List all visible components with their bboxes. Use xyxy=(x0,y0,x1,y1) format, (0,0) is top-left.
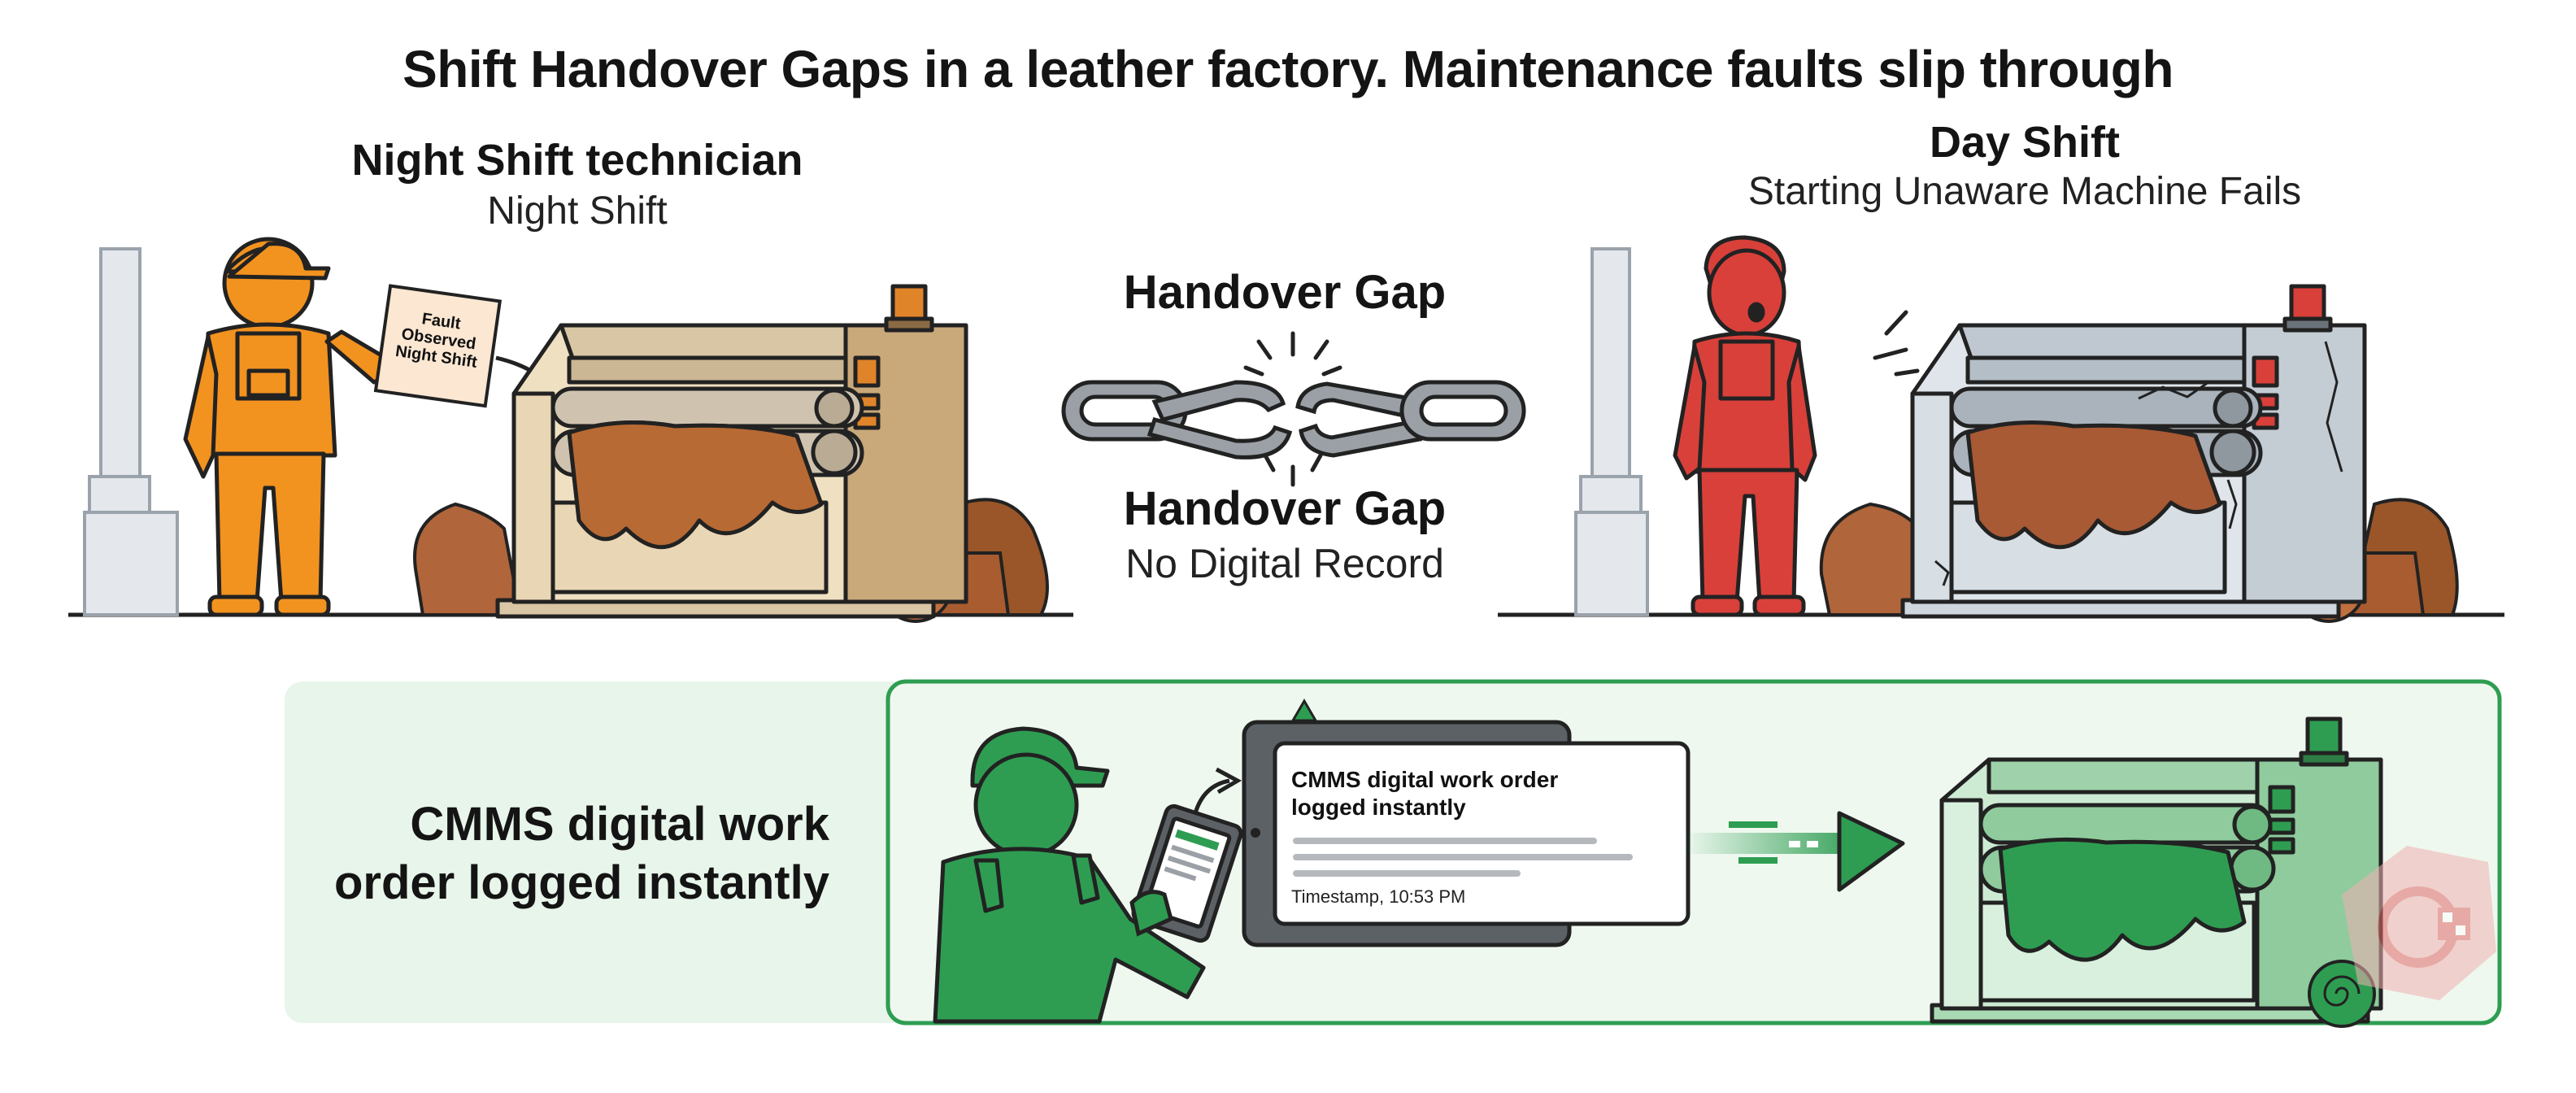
cmms-label-line-1: CMMS digital work xyxy=(410,798,829,851)
night-technician-figure xyxy=(183,237,399,617)
no-digital-record-label: No Digital Record xyxy=(1125,541,1444,586)
day-shift-heading: Day Shift xyxy=(1929,118,2121,167)
work-order-line-2 xyxy=(1293,854,1633,860)
cmms-technician-figure xyxy=(933,726,1206,1024)
work-order-title-line-1: CMMS digital work order xyxy=(1291,767,1559,792)
notification-bell-icon xyxy=(1290,699,1318,722)
tablet-icon xyxy=(1129,803,1243,943)
handover-gap-top-label: Handover Gap xyxy=(1123,266,1447,319)
work-order-line-3 xyxy=(1293,870,1521,877)
work-order-line-1 xyxy=(1293,838,1597,844)
page-title: Shift Handover Gaps in a leather factory… xyxy=(402,40,2174,98)
leather-machine-left xyxy=(495,284,968,619)
day-shift-subheading: Starting Unaware Machine Fails xyxy=(1747,170,2302,213)
broken-chain-icon xyxy=(1061,380,1526,459)
day-shift-worker-figure xyxy=(1673,235,1817,617)
work-order-title: CMMS digital work order logged instantly xyxy=(1291,766,1673,821)
break-spark-lines xyxy=(1243,331,1342,487)
tablet-sync-arrow xyxy=(1193,778,1230,814)
watermark-logo xyxy=(2342,846,2496,1000)
factory-pillar-left xyxy=(83,247,179,616)
handover-gap-bottom-label: Handover Gap xyxy=(1123,482,1447,535)
work-order-title-line-2: logged instantly xyxy=(1291,795,1466,820)
leather-machine-right-failing xyxy=(1900,284,2367,619)
work-order-timestamp: Timestamp, 10:53 PM xyxy=(1291,886,1466,907)
fault-note-card xyxy=(373,284,503,408)
alarm-spark-lines xyxy=(1873,310,1920,377)
cmms-solution-label: CMMS digital work order logged instantly xyxy=(293,795,829,912)
leather-machine-green-healthy xyxy=(1930,716,2383,1024)
cmms-label-line-2: order logged instantly xyxy=(333,856,829,909)
night-shift-subheading: Night Shift xyxy=(487,189,668,233)
leather-heap-left-back xyxy=(413,502,523,616)
right-arrow-icon xyxy=(1683,811,1905,892)
night-shift-heading: Night Shift technician xyxy=(351,136,803,185)
factory-pillar-right xyxy=(1574,247,1649,616)
